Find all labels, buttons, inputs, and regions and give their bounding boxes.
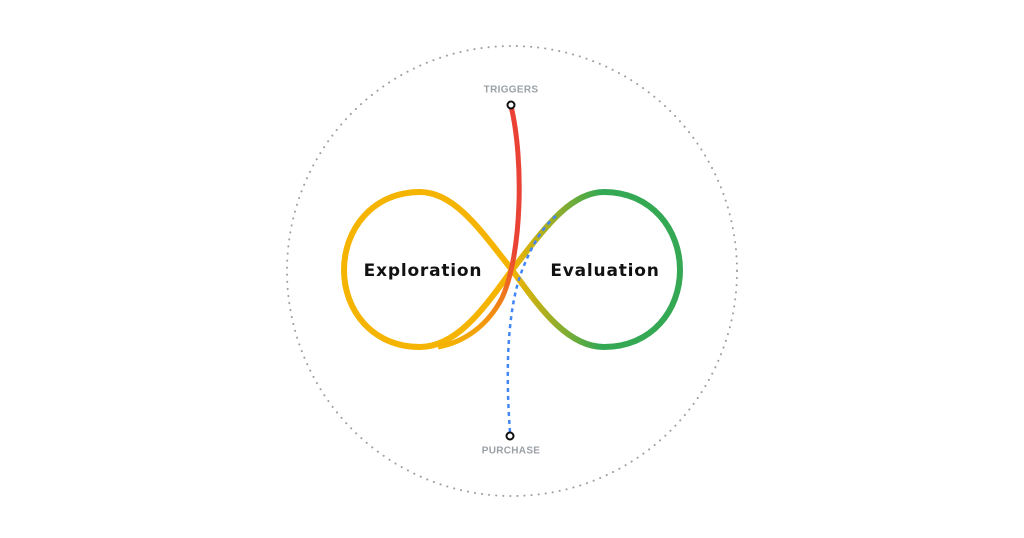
triggers-path [437,105,522,350]
exploration-loop [340,188,515,351]
exploration-label: Exploration [363,261,483,281]
evaluation-loop [509,188,684,351]
triggers-label: TRIGGERS [483,84,539,96]
triggers-node [506,100,516,110]
outer-dotted-ring [286,45,738,497]
evaluation-label: Evaluation [550,261,660,281]
purchase-node [505,431,515,441]
purchase-label: PURCHASE [481,445,541,457]
